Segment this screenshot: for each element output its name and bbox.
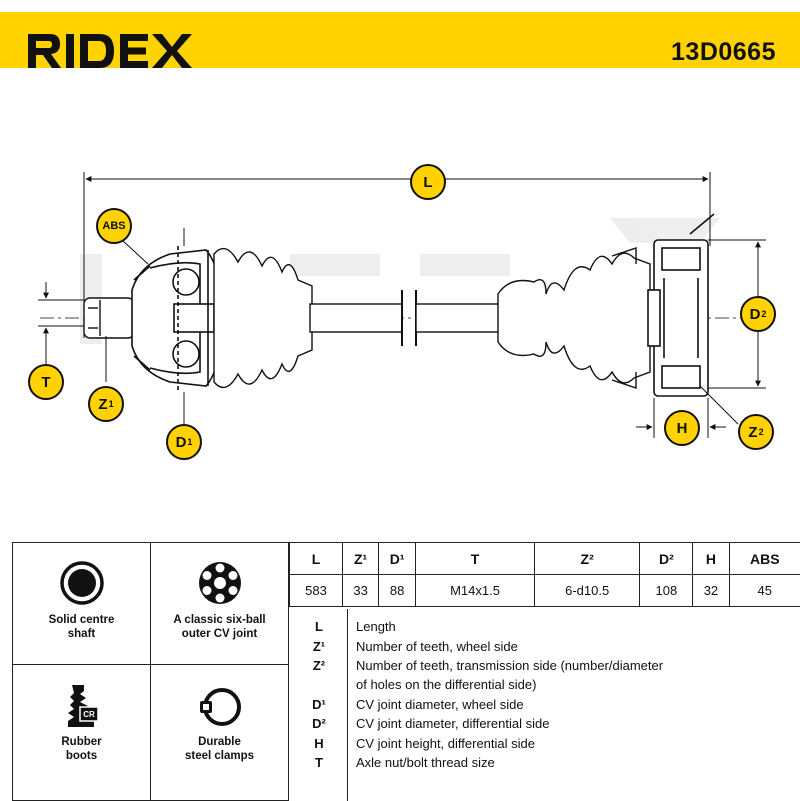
spec-header-row: L Z¹ D¹ T Z² D² H ABS [290,543,800,575]
feature-label-line1: Rubber [17,735,146,749]
feature-six-ball-joint: A classic six-ball outer CV joint [151,543,289,665]
svg-text:CR: CR [83,710,95,719]
legend-row: of holes on the differential side) [289,677,800,696]
callout-thread: T [28,364,64,400]
feature-label-line2: shaft [17,627,146,641]
legend-desc: CV joint diameter, wheel side [356,697,524,712]
feature-solid-shaft: Solid centre shaft [13,543,151,665]
spec-header: Z² [534,543,639,575]
wheel-stub [84,298,134,338]
header-bar: 13D0665 [0,12,800,68]
spec-header: D² [640,543,693,575]
spec-value-row: 583 33 88 M14x1.5 6-d10.5 108 32 45 [290,575,800,607]
feature-label-line2: boots [17,749,146,763]
spec-header: T [416,543,535,575]
legend-key: D¹ [299,697,339,712]
inner-cv-joint [648,214,714,396]
callout-h: H [664,410,700,446]
spec-header: Z¹ [343,543,379,575]
legend-key: Z¹ [299,639,339,654]
legend-key: Z² [299,658,339,673]
info-panel: Solid centre shaft A classic six-ball ou… [12,542,800,801]
legend-desc: Number of teeth, transmission side (numb… [356,658,663,673]
legend-row: D² CV joint diameter, differential side [289,716,800,735]
legend-desc: Axle nut/bolt thread size [356,755,495,770]
rubber-boot-icon: CR [58,681,106,729]
spec-header: ABS [729,543,800,575]
legend-row: L Length [289,619,800,638]
legend-desc: CV joint diameter, differential side [356,716,549,731]
legend-row: H CV joint height, differential side [289,736,800,755]
spec-value: 108 [640,575,693,607]
spec-value: 583 [290,575,343,607]
steel-clamp-icon [196,681,244,729]
feature-label-line1: A classic six-ball [155,613,284,627]
driveshaft-diagram [0,68,800,543]
spec-header: H [693,543,729,575]
callout-abs: ABS [96,208,132,244]
spec-table: L Z¹ D¹ T Z² D² H ABS 583 33 88 M14x1.5 … [289,543,800,607]
legend-desc: CV joint height, differential side [356,736,535,751]
legend-desc: Number of teeth, wheel side [356,639,518,654]
legend-row: D¹ CV joint diameter, wheel side [289,697,800,716]
spec-header: L [290,543,343,575]
legend-row: Z² Number of teeth, transmission side (n… [289,658,800,677]
spec-value: 6-d10.5 [534,575,639,607]
legend-desc: Length [356,619,396,634]
feature-label-line2: steel clamps [155,749,284,763]
shaft-left [310,290,402,346]
legend-desc: of holes on the differential side) [356,677,536,692]
feature-rubber-boots: CR Rubber boots [13,665,151,801]
spec-value: M14x1.5 [416,575,535,607]
legend-key: H [299,736,339,751]
inner-rubber-boot [498,248,650,388]
legend-key: T [299,755,339,770]
callout-length: L [410,164,446,200]
legend-row: T Axle nut/bolt thread size [289,755,800,774]
solid-shaft-icon [58,559,106,607]
feature-steel-clamps: Durable steel clamps [151,665,289,801]
dimension-T [38,282,84,364]
part-number: 13D0665 [671,38,776,67]
legend-key: L [299,619,339,634]
six-ball-joint-icon [196,559,244,607]
legend-key: D² [299,716,339,731]
legend: L Length Z¹ Number of teeth, wheel side … [289,609,800,801]
spec-header: D¹ [379,543,416,575]
legend-row: Z¹ Number of teeth, wheel side [289,639,800,658]
feature-label-line1: Durable [155,735,284,749]
feature-label-line1: Solid centre [17,613,146,627]
spec-value: 33 [343,575,379,607]
feature-label-line2: outer CV joint [155,627,284,641]
outer-cv-joint [132,246,222,392]
spec-value: 32 [693,575,729,607]
spec-value: 45 [729,575,800,607]
spec-value: 88 [379,575,416,607]
